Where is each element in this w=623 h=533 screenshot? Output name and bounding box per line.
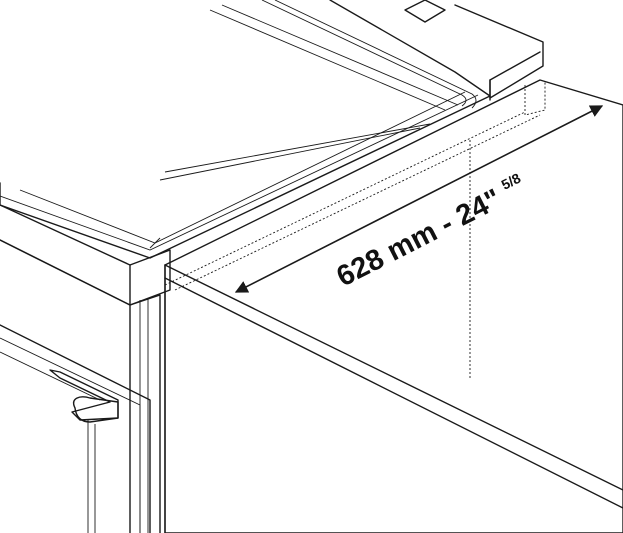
svg-text:628 mm - 24" 5/8: 628 mm - 24" 5/8 xyxy=(331,170,531,294)
reference-lines xyxy=(164,111,541,380)
appliance-range xyxy=(0,0,544,533)
oven-front xyxy=(0,239,131,533)
cabinet-panel xyxy=(164,79,623,533)
dimension-label-group: 628 mm - 24" 5/8 xyxy=(331,170,531,294)
countertop-front-edge xyxy=(164,264,623,491)
dimension-arrow xyxy=(234,105,604,293)
range-console xyxy=(454,4,544,99)
cooktop-front-lip xyxy=(0,204,131,306)
oven-handle xyxy=(49,369,119,423)
dimension-superscript: 5/8 xyxy=(499,170,524,193)
cooktop-glass-edges xyxy=(149,0,477,249)
control-button xyxy=(404,0,446,23)
countertop-surface xyxy=(164,79,623,533)
oven-door xyxy=(0,324,151,533)
